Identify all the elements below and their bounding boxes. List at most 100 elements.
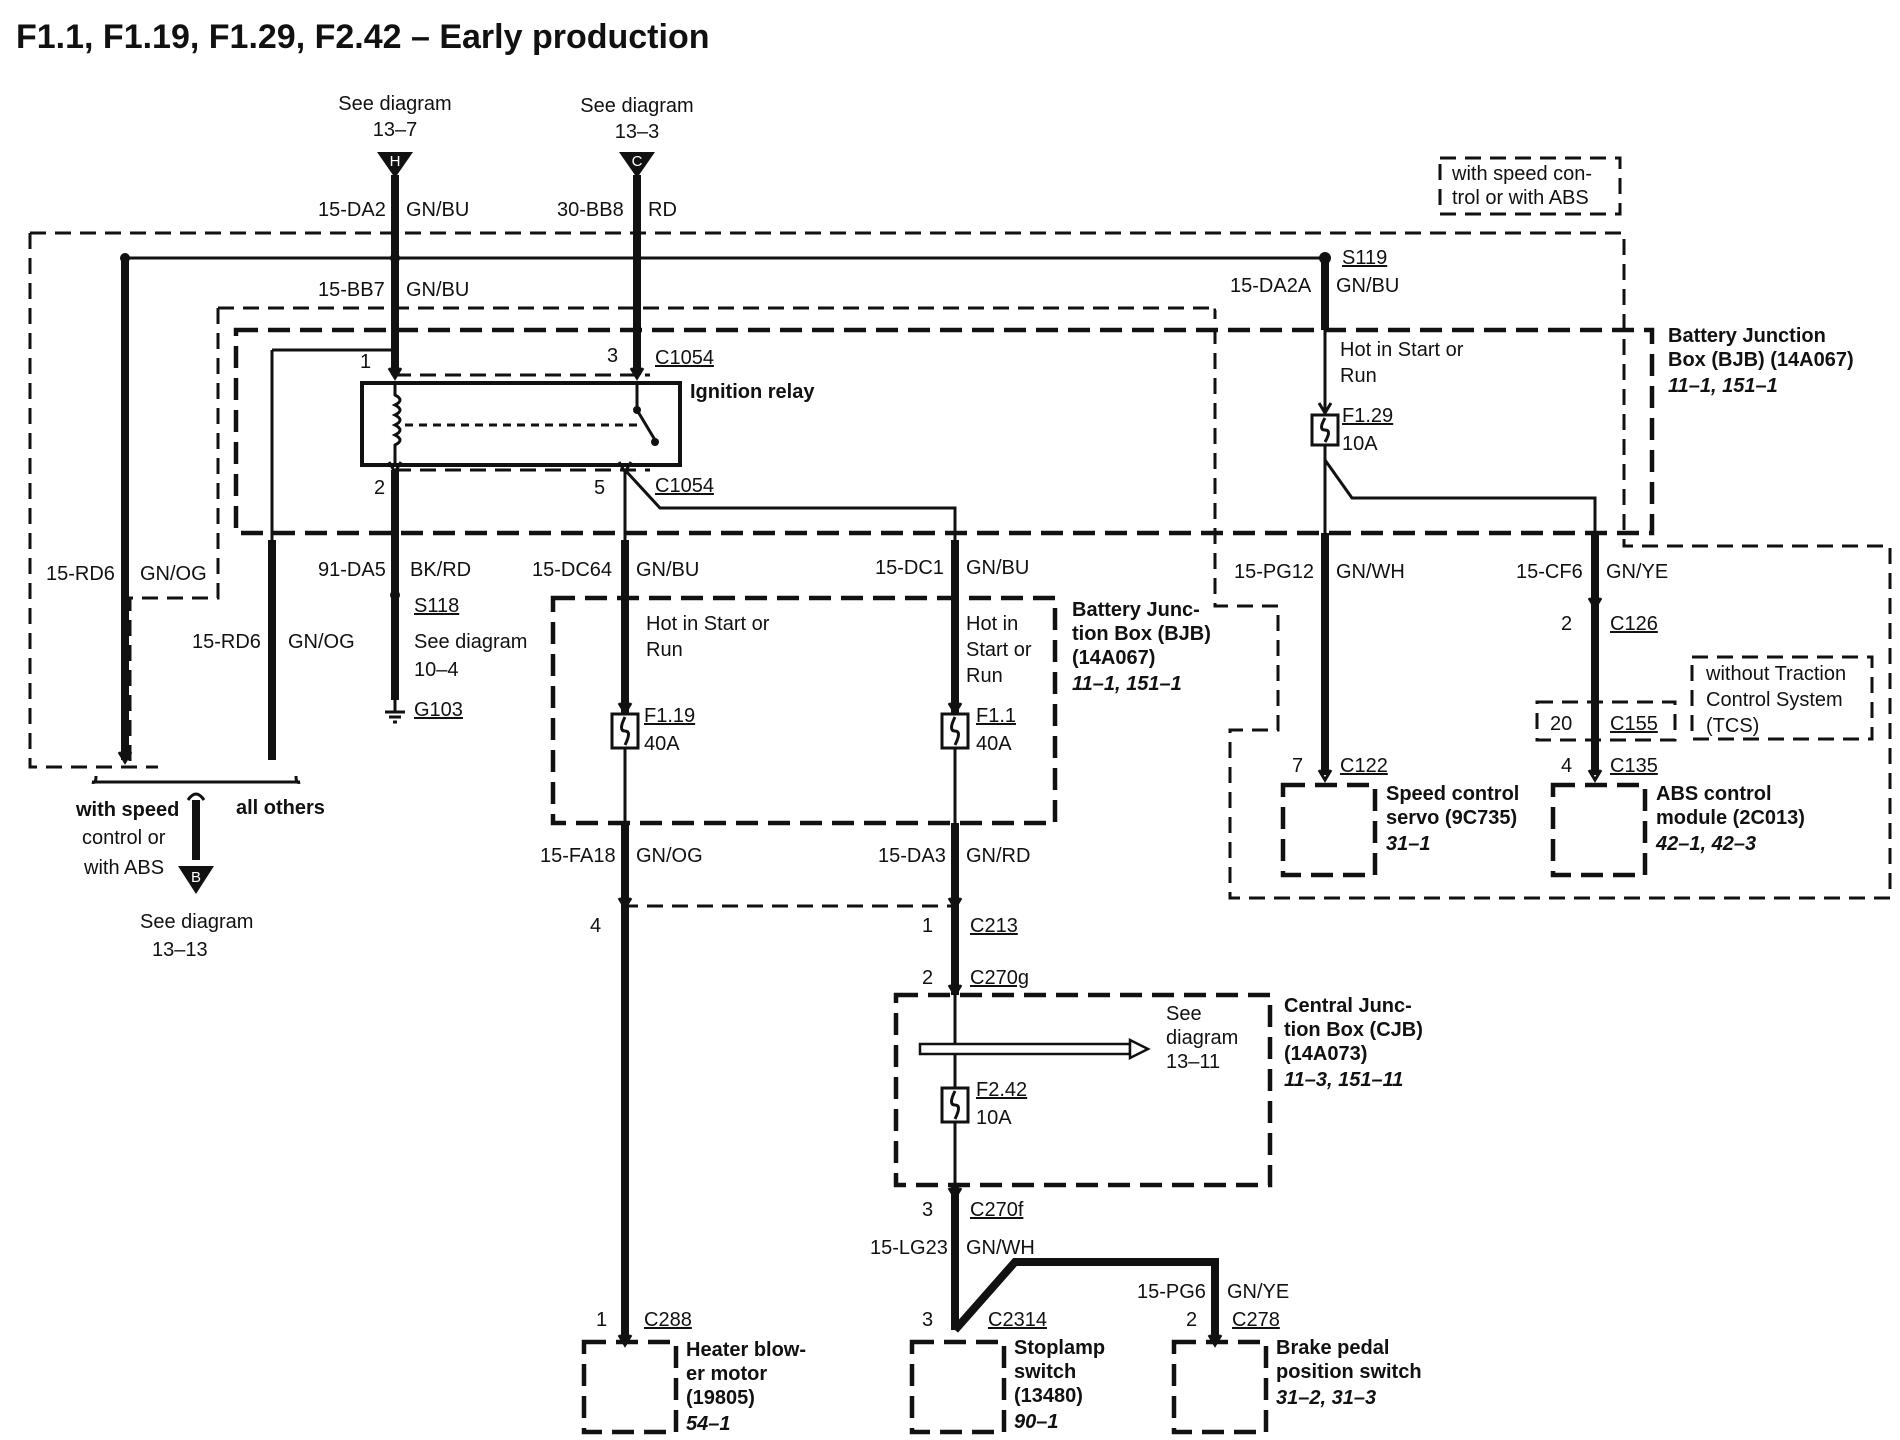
wire-15dc64-color: GN/BU [636, 559, 699, 581]
c126-pin: 2 [1561, 613, 1572, 635]
speed-servo-l2: servo (9C735) [1386, 807, 1517, 829]
splice-dot-h [390, 253, 400, 263]
fuse-f11-name: F1.1 [976, 705, 1016, 727]
wire-15pg6 [952, 1258, 1219, 1340]
bjb-mid-l1: Battery Junc- [1072, 599, 1200, 621]
connector-c270g: C270g [970, 967, 1029, 989]
abs-module-box [1550, 782, 1648, 878]
note-hot-right-l1: Hot in Start or [1340, 339, 1464, 361]
connector-c135: C135 [1610, 755, 1658, 777]
c2314-pin: 3 [922, 1309, 933, 1331]
ref-b-see: See diagram [140, 911, 253, 933]
connector-c155: C155 [1610, 713, 1658, 735]
heater-motor-box [581, 1339, 679, 1435]
fuse-f119-rating: 40A [644, 733, 680, 755]
wire-15da2-color: GN/BU [406, 199, 469, 221]
c213-pin: 1 [922, 915, 933, 937]
fuse-f242-icon [940, 1086, 970, 1124]
heater-motor-l3: (19805) [686, 1387, 755, 1409]
ref-h-num: 13–7 [373, 119, 418, 141]
splice-s118-label: S118 [414, 595, 459, 617]
bjb-middle-box [550, 595, 1058, 826]
cjb-l3: (14A073) [1284, 1043, 1367, 1065]
fuse-f242-rating: 10A [976, 1107, 1012, 1129]
connector-c270f: C270f [970, 1199, 1024, 1221]
fuse-f119-icon [610, 712, 640, 750]
bjb-right-l1: Battery Junction [1668, 325, 1826, 347]
wire-f129-branch [1323, 459, 1597, 533]
wire-15da2a-color: GN/BU [1336, 275, 1399, 297]
wire-15rd6b-label: 15-RD6 [192, 631, 261, 653]
ref-c-see: See diagram [580, 95, 693, 117]
splice-s119-label: S119 [1342, 247, 1387, 269]
c270f-pin: 3 [922, 1199, 933, 1221]
s118-see-diagram: See diagram [414, 631, 527, 653]
svg-text:B: B [191, 869, 201, 886]
svg-text:H: H [390, 153, 401, 170]
wire-15dc64-label: 15-DC64 [532, 559, 612, 581]
note-hot-mid-right-l3: Run [966, 665, 1003, 687]
wire-15pg6-color: GN/YE [1227, 1281, 1289, 1303]
fuse-f129-rating: 10A [1342, 433, 1378, 455]
note-with-speed-l2: control or [82, 827, 166, 849]
cjb-box [893, 992, 1273, 1188]
split-bar-ends [91, 775, 301, 784]
bjb-mid-l2: tion Box (BJB) [1072, 623, 1211, 645]
relay-pin-3: 3 [607, 345, 618, 367]
splice-s119-dot [1319, 252, 1331, 264]
stoplamp-box [909, 1339, 1007, 1435]
brake-pedal-box [1171, 1339, 1269, 1435]
connector-c1054-bot: C1054 [655, 475, 714, 497]
wire-91da5-color: BK/RD [410, 559, 471, 581]
relay-pin-1: 1 [360, 351, 371, 373]
speed-servo-l1: Speed control [1386, 783, 1519, 805]
ground-g103-icon [385, 700, 405, 724]
fuse-f11-icon [940, 712, 970, 750]
wire-15bb7-label: 15-BB7 [318, 279, 385, 301]
note-hot-mid-right-l1: Hot in [966, 613, 1018, 635]
heater-motor-l4: 54–1 [686, 1413, 731, 1435]
note-speed-abs-l1: with speed con- [1451, 163, 1592, 185]
brake-pedal-l1: Brake pedal [1276, 1337, 1389, 1359]
svg-text:C: C [632, 153, 643, 170]
ref-c-arrow: C [619, 152, 655, 178]
fuse-f119-name: F1.19 [644, 705, 695, 727]
wire-15rd6b-color: GN/OG [288, 631, 355, 653]
c155-box [1535, 700, 1677, 742]
abs-module-l3: 42–1, 42–3 [1655, 833, 1756, 855]
connector-c213: C213 [970, 915, 1018, 937]
wire-15pg12-label: 15-PG12 [1234, 561, 1314, 583]
cjb-l2: tion Box (CJB) [1284, 1019, 1423, 1041]
wire-15dc1-label: 15-DC1 [875, 557, 944, 579]
cjb-l4: 11–3, 151–11 [1284, 1069, 1403, 1091]
connector-chevrons [117, 367, 1603, 1348]
splice-dot-left [120, 253, 130, 263]
split-arc [186, 792, 206, 801]
all-others-harness-outline [128, 306, 1215, 767]
ref-c-num: 13–3 [615, 121, 660, 143]
speed-abs-note-box [1438, 156, 1622, 216]
tcs-note-box [1690, 655, 1874, 741]
heater-motor-l1: Heater blow- [686, 1339, 806, 1361]
diagram-title: F1.1, F1.19, F1.29, F2.42 – Early produc… [16, 18, 709, 56]
heater-motor-l2: er motor [686, 1363, 767, 1385]
wire-15fa18-color: GN/OG [636, 845, 703, 867]
bjb-mid-l3: (14A067) [1072, 647, 1155, 669]
cjb-see-diagram: diagram [1166, 1027, 1238, 1049]
wire-30bb8-label: 30-BB8 [557, 199, 624, 221]
cjb-see: See [1166, 1003, 1202, 1025]
ref-b-num: 13–13 [152, 939, 208, 961]
note-hot-mid-left-l1: Hot in Start or [646, 613, 770, 635]
note-tcs-l2: Control System [1706, 689, 1843, 711]
connector-c288: C288 [644, 1309, 692, 1331]
brake-pedal-l2: position switch [1276, 1361, 1422, 1383]
wire-15bb7-color: GN/BU [406, 279, 469, 301]
fuse-f11-rating: 40A [976, 733, 1012, 755]
note-with-speed-l3: with ABS [83, 857, 164, 879]
wire-15da2a-label: 15-DA2A [1230, 275, 1312, 297]
connector-c2314: C2314 [988, 1309, 1047, 1331]
ignition-relay-box [360, 381, 682, 467]
relay-pin-2: 2 [374, 477, 385, 499]
fuse-f129-icon [1310, 413, 1340, 447]
